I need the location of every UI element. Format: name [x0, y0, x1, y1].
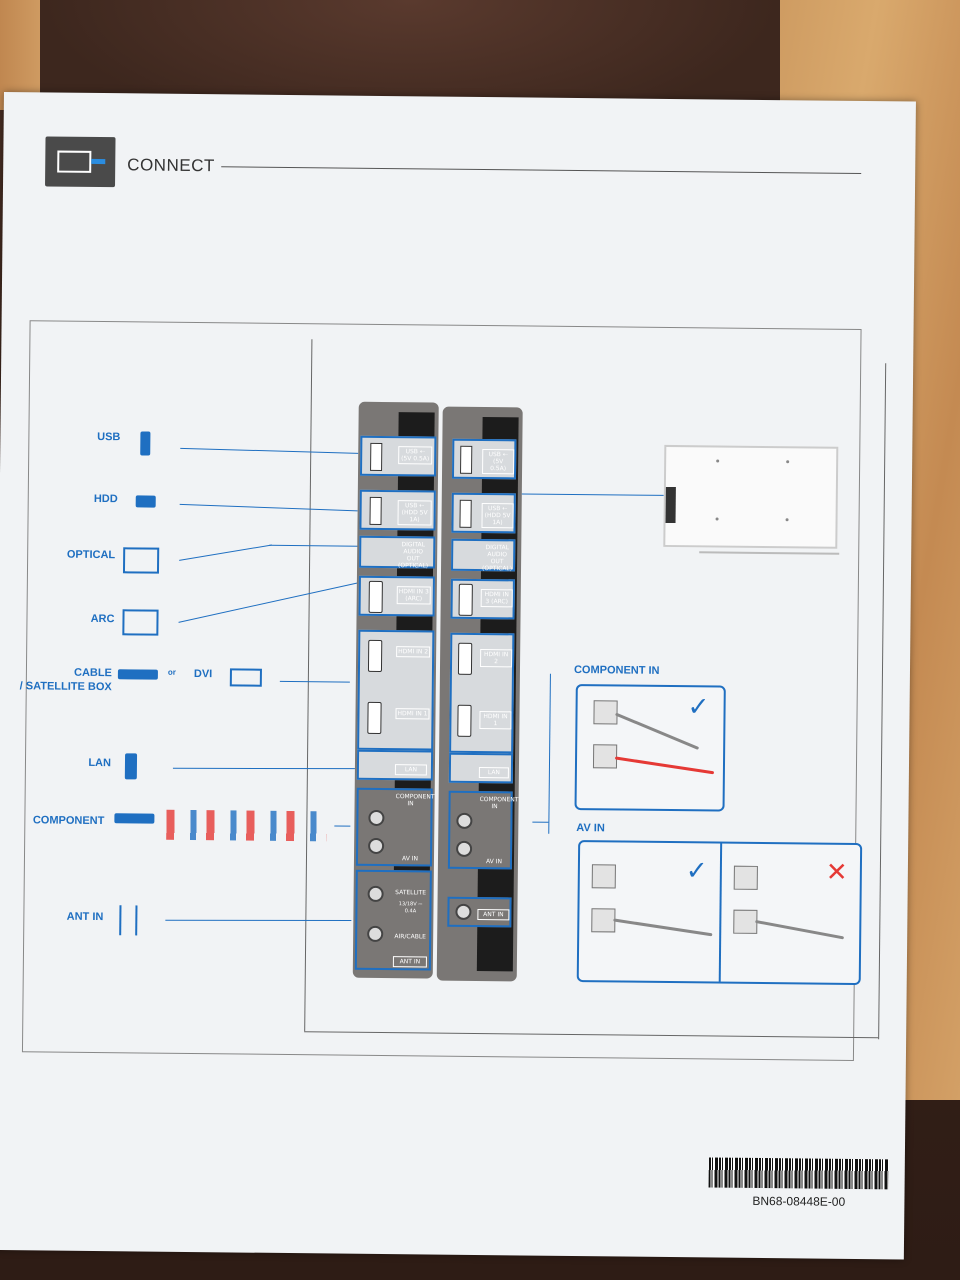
laptop-icon — [229, 668, 262, 687]
label-cable: CABLE — [73, 666, 112, 680]
connect-icon — [45, 136, 116, 188]
port-aircable-left-label: AIR/CABLE — [394, 933, 427, 941]
port-antin-right-label: ANT IN — [477, 909, 510, 921]
port-optical-left: DIGITAL AUDIO OUT (OPTICAL) — [359, 535, 436, 570]
port-hdmi3-right: HDMI IN 3 (ARC) — [450, 578, 515, 620]
port-hdmi21-left: HDMI IN 2 HDMI IN 1 — [357, 629, 435, 751]
wire-component-section — [532, 821, 549, 823]
port-usb1-left: USB ⇠ (5V 0.5A) — [360, 435, 437, 477]
port-avin-left-label: AV IN — [401, 855, 419, 863]
cross-icon: ✕ — [825, 856, 848, 887]
port-avin-right-label: AV IN — [485, 858, 503, 866]
port-usb2-left: USB ⇠ (HDD 5V 1A) — [359, 489, 436, 531]
wire-component — [334, 825, 351, 827]
port-hdmi3-right-label: HDMI IN 3 (ARC) — [480, 589, 513, 608]
port-hdmi1-left-label: HDMI IN 1 — [395, 708, 430, 720]
port-lan-left-label: LAN — [394, 764, 427, 776]
port-component-left-label: COMPONENT IN — [395, 793, 435, 808]
page-title: CONNECT — [127, 155, 215, 176]
label-hdd: HDD — [93, 492, 118, 506]
component-cables-icon — [166, 809, 327, 842]
port-hdmi1-right-label: HDMI IN 1 — [479, 711, 512, 730]
barcode — [708, 1157, 889, 1190]
port-hdmi21-right: HDMI IN 2 HDMI IN 1 — [449, 632, 515, 754]
port-usb1-left-label: USB ⇠ (5V 0.5A) — [398, 446, 433, 465]
header-rule — [221, 166, 862, 174]
label-dvi: DVI — [193, 668, 213, 681]
frame-right-rule — [878, 363, 887, 1040]
label-optical: OPTICAL — [66, 548, 116, 562]
port-component-right: COMPONENT IN AV IN — [447, 790, 519, 870]
check-icon-av: ✓ — [685, 855, 708, 886]
label-component: COMPONENT — [32, 814, 105, 828]
port-antin-right: ANT IN — [447, 896, 512, 928]
port-hdmi3-left: HDMI IN 3 (ARC) — [358, 575, 435, 617]
port-optical-left-label: DIGITAL AUDIO OUT (OPTICAL) — [398, 541, 429, 570]
label-lan: LAN — [88, 756, 112, 770]
port-lan-right-label: LAN — [478, 767, 509, 779]
port-lan-right: LAN — [448, 752, 514, 784]
port-usb2-right-label: USB ⇠ (HDD 5V 1A) — [481, 503, 514, 529]
check-icon: ✓ — [687, 691, 710, 722]
lan-plug-icon — [124, 753, 138, 780]
speaker-system-arc-icon — [122, 609, 159, 636]
port-usb1-right-label: USB ⇠ (5V 0.5A) — [482, 449, 515, 475]
component-in-heading: COMPONENT IN — [573, 664, 660, 677]
av-in-box: ✓ ✕ — [576, 840, 863, 986]
part-number: BN68-08448E-00 — [752, 1193, 846, 1209]
port-hdmi2-right-label: HDMI IN 2 — [480, 649, 513, 668]
manual-sheet: CONNECT USB HDD OPTICAL ARC CABLE / SATE… — [0, 92, 916, 1260]
port-usb2-right: USB ⇠ (HDD 5V 1A) — [451, 492, 516, 534]
port-antenna-left: SATELLITE 13/18V ⎓ 0.4A AIR/CABLE ANT IN — [354, 869, 432, 971]
port-hdmi3-left-label: HDMI IN 3 (ARC) — [396, 586, 431, 605]
label-satellite: / SATELLITE BOX — [19, 680, 112, 694]
hdd-icon — [135, 495, 156, 508]
port-component-right-label: COMPONENT IN — [479, 796, 519, 811]
cable-box-icon — [117, 669, 158, 680]
label-arc: ARC — [90, 612, 115, 626]
port-antin-left-label: ANT IN — [392, 956, 427, 968]
port-satellite-left-label: SATELLITE — [395, 889, 427, 897]
port-usb1-right: USB ⇠ (5V 0.5A) — [451, 438, 517, 480]
label-or: or — [167, 667, 176, 677]
label-antin: ANT IN — [66, 910, 104, 924]
port-usb2-left-label: USB ⇠ (HDD 5V 1A) — [397, 500, 432, 526]
component-player-icon — [114, 813, 155, 824]
speaker-system-icon — [122, 547, 160, 574]
port-component-left: COMPONENT IN AV IN — [355, 787, 435, 867]
tv-rear-illustration — [663, 444, 839, 549]
av-in-heading: AV IN — [576, 822, 605, 835]
antenna-icon — [119, 905, 138, 936]
label-usb: USB — [97, 430, 121, 444]
component-in-box: ✓ — [574, 684, 726, 812]
usb-stick-icon — [140, 431, 151, 456]
port-optical-right-label: DIGITAL AUDIO OUT (OPTICAL) — [481, 544, 513, 573]
port-satellite-left-sub: 13/18V ⎓ 0.4A — [398, 901, 423, 915]
tv-stand — [699, 545, 840, 555]
port-optical-right: DIGITAL AUDIO OUT (OPTICAL) — [451, 538, 516, 573]
port-hdmi2-left-label: HDMI IN 2 — [396, 646, 431, 658]
port-lan-left: LAN — [356, 749, 434, 781]
